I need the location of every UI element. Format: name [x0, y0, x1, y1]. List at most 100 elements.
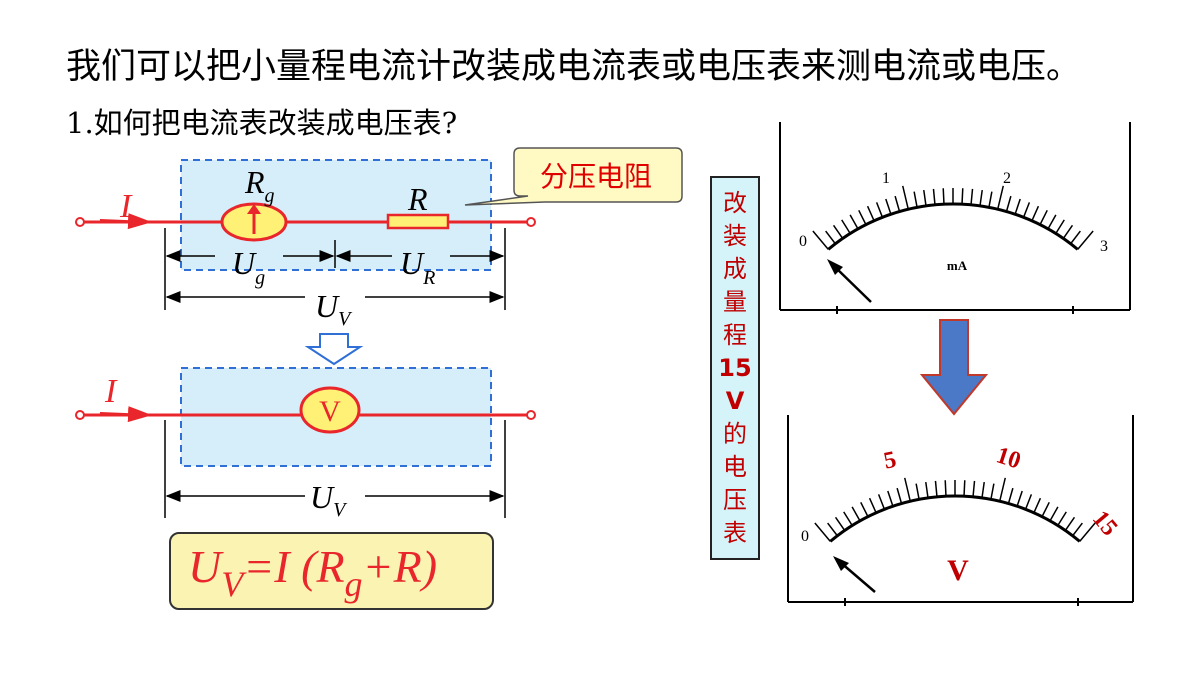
voltmeter-label: V [319, 395, 341, 428]
meter-tick [858, 210, 867, 225]
page-title: 我们可以把小量程电流计改装成电流表或电压表来测电流或电压。 [66, 47, 1082, 87]
label-char: 程 [723, 320, 747, 349]
meter-tick [901, 185, 909, 210]
meter-tick [913, 191, 918, 208]
meter-tick [841, 219, 851, 234]
meter-tick [1005, 195, 1012, 212]
meter-tick [849, 214, 859, 230]
meter-tick [832, 224, 844, 239]
meter-tick [866, 205, 875, 222]
meter-tick [1024, 494, 1033, 510]
meter-tick [834, 516, 846, 531]
meter-tick [812, 230, 829, 250]
meter-tick [1039, 210, 1048, 225]
meter-tick [990, 483, 995, 500]
meter-tick [988, 191, 993, 208]
meter-tick [877, 494, 886, 510]
meter-tick [981, 481, 985, 498]
meter-tick [963, 480, 966, 497]
label-char: 压 [723, 485, 747, 514]
meter-v-tick-10: 10 [993, 442, 1024, 474]
meter-tick [1007, 487, 1014, 504]
meter-tick [923, 189, 927, 206]
meter-tick [979, 189, 983, 206]
meter-arc [827, 202, 1079, 251]
meter-tick [1064, 516, 1076, 531]
meter-ma-frame [779, 122, 1131, 314]
meter-tick [1022, 202, 1031, 218]
conversion-label: 改 装 成 量 程 15 V 的 电 压 表 [710, 176, 760, 560]
label-char: 装 [723, 221, 747, 250]
callout-text: 分压电阻 [539, 160, 652, 193]
meter-tick [903, 477, 911, 502]
meter-ma-scale [812, 185, 1094, 251]
current-arrow-top [99, 213, 152, 230]
meter-tick [970, 188, 974, 205]
ug-label: Ug [232, 245, 265, 289]
meter-tick [885, 198, 892, 215]
meter-v-tick-5: 5 [881, 447, 898, 475]
meter-tick [1047, 214, 1057, 230]
terminal-left-top [75, 217, 85, 227]
meter-tick [875, 202, 884, 218]
terminal-right-bottom [526, 410, 536, 420]
meter-arc [829, 494, 1081, 543]
terminal-left-bottom [75, 410, 85, 420]
meter-tick [887, 490, 894, 507]
voltmeter [299, 386, 361, 434]
meter-ma-tick-3: 3 [1100, 238, 1108, 255]
callout-bubble [464, 147, 683, 206]
meter-tick [1057, 511, 1067, 526]
meter-tick [860, 502, 869, 517]
meter-v-tick-0: 0 [801, 528, 809, 545]
meter-tick [843, 511, 853, 526]
conversion-arrow-icon [919, 319, 989, 416]
meter-tick [1016, 490, 1023, 507]
meter-tick [1049, 506, 1059, 522]
meter-tick [814, 522, 831, 542]
label-range-unit: V [725, 386, 745, 415]
meter-tick [1031, 205, 1040, 222]
meter-tick [868, 497, 877, 514]
label-char: 表 [723, 518, 747, 547]
meter-ma-tick-2: 2 [1003, 170, 1011, 187]
meter-tick [1055, 219, 1065, 234]
label-char: 成 [723, 254, 747, 283]
down-arrow-icon [304, 333, 364, 366]
current-label-top: I [119, 188, 133, 225]
meter-tick [1079, 522, 1096, 542]
meter-tick [1072, 522, 1083, 537]
r-label: R [407, 181, 428, 217]
meter-tick [827, 522, 838, 537]
terminal-right-top [526, 217, 536, 227]
label-char: 改 [723, 188, 747, 217]
meter-tick [999, 477, 1007, 502]
meter-tick [925, 481, 929, 498]
formula-box [169, 532, 494, 610]
meter-v-scale [814, 477, 1096, 543]
rg-label: Rg [244, 164, 275, 207]
uv-label-bottom: UV [310, 479, 348, 521]
meter-tick [1062, 224, 1074, 239]
meter-v-frame [787, 415, 1134, 606]
meter-tick [972, 480, 976, 497]
meter-ma-tick-0: 0 [799, 233, 807, 250]
meter-v-unit: V [947, 554, 969, 587]
label-char: 电 [723, 452, 747, 481]
meter-ma-tick-1: 1 [882, 170, 890, 187]
label-char: 量 [723, 287, 747, 316]
meter-tick [961, 188, 964, 205]
meter-tick [1033, 497, 1042, 514]
label-char: 的 [723, 419, 747, 448]
meter-tick [1070, 230, 1081, 245]
label-range-value: 15 [718, 353, 752, 382]
meter-tick [851, 506, 861, 522]
current-arrow-bottom [99, 406, 152, 423]
meter-ma-unit: mA [947, 258, 968, 273]
meter-tick [1014, 198, 1021, 215]
current-label-bottom: I [104, 373, 118, 410]
meter-tick [915, 483, 920, 500]
section-heading: 1.如何把电流表改装成电压表? [66, 106, 458, 140]
meter-tick [944, 480, 947, 497]
